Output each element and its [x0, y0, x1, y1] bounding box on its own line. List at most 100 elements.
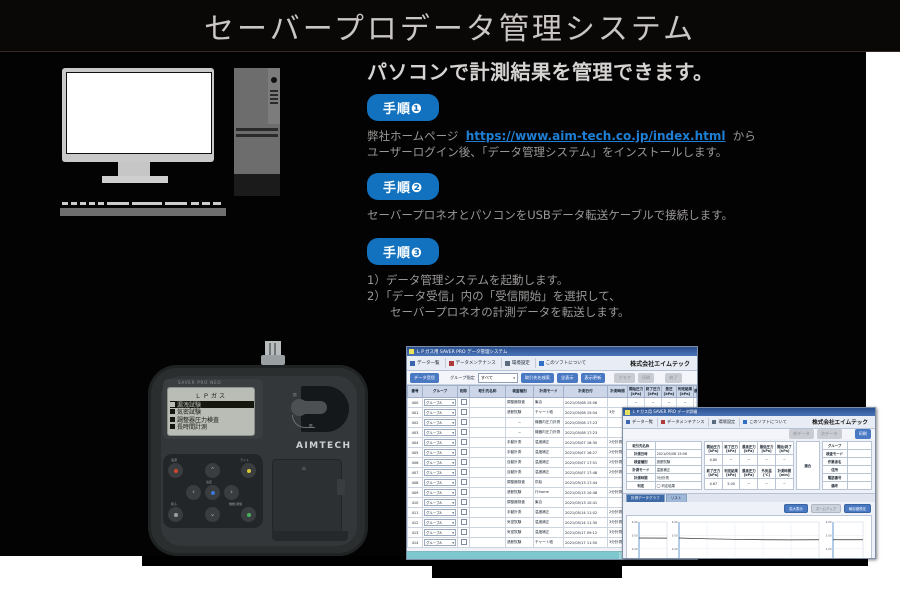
cell-group-select[interactable]: グループA▾: [422, 417, 458, 429]
cell-group-select[interactable]: グループA▾: [422, 457, 458, 469]
cell-client[interactable]: [469, 447, 506, 459]
key-down[interactable]: ⌄: [205, 507, 220, 522]
cell-delete-checkbox[interactable]: [457, 407, 470, 419]
scrollbar-thumb[interactable]: [407, 552, 619, 559]
menu-item-about[interactable]: このソフトについて: [538, 358, 591, 368]
cell-client[interactable]: [469, 457, 506, 469]
cell-client[interactable]: [469, 507, 506, 519]
zoom-display-button[interactable]: 拡大表示: [784, 504, 808, 513]
cell-group-select[interactable]: グループA▾: [422, 467, 458, 479]
cell-client[interactable]: [469, 467, 506, 479]
form-value[interactable]: [846, 441, 873, 450]
cell-client[interactable]: [469, 407, 506, 419]
cell-group-select[interactable]: グループA▾: [422, 447, 458, 459]
print-button[interactable]: 印刷: [637, 372, 655, 383]
compartment-latch[interactable]: [337, 479, 345, 495]
form-value[interactable]: [846, 481, 873, 490]
horizontal-scrollbar[interactable]: [407, 551, 697, 559]
form-value[interactable]: [846, 465, 873, 474]
battery-compartment[interactable]: [272, 459, 342, 533]
show-all-button[interactable]: 全表示: [556, 372, 578, 383]
valve-dial-cap[interactable]: [291, 399, 308, 416]
lcd-menu-item-2[interactable]: 調整器圧力検査: [170, 416, 254, 424]
lcd-menu-item-0[interactable]: 漏洩試験: [170, 400, 254, 409]
cell-delete-checkbox[interactable]: [457, 397, 470, 409]
cell-delete-checkbox[interactable]: [457, 437, 470, 449]
key-up[interactable]: ⌃: [205, 463, 220, 478]
cell-delete-checkbox[interactable]: [457, 537, 470, 549]
homepage-link[interactable]: https://www.aim-tech.co.jp/index.html: [465, 129, 726, 143]
axis-scale-button[interactable]: 軸目盛設定: [844, 504, 871, 513]
cell-client[interactable]: [469, 437, 506, 449]
key-back[interactable]: [168, 507, 183, 522]
zoom-up-button[interactable]: ズームアップ: [810, 504, 842, 513]
cell-delete-checkbox[interactable]: [457, 517, 470, 529]
key-light[interactable]: [241, 463, 256, 478]
next-data-button[interactable]: 次データ: [816, 429, 842, 439]
cell-client[interactable]: [469, 477, 506, 489]
cell-client[interactable]: [469, 427, 506, 439]
lcd-menu-item-1[interactable]: 気密試験: [170, 408, 254, 416]
cell-group-select[interactable]: グループA▾: [422, 487, 458, 499]
cell-delete-checkbox[interactable]: [457, 467, 470, 479]
detail-menu-item-data-list[interactable]: データ一覧: [626, 417, 658, 427]
key-power[interactable]: [168, 463, 183, 478]
data-detail-window[interactable]: ＬＰガス用 SAVER PRO データ詳細 データ一覧 データメンテナンス 環境…: [622, 407, 876, 559]
cell-client[interactable]: [469, 397, 506, 409]
cell-client[interactable]: [469, 487, 506, 499]
prev-data-button[interactable]: 前データ: [789, 429, 814, 439]
search-client-button[interactable]: 取引先名検索: [520, 372, 554, 383]
form-value[interactable]: 遮断試験: [654, 457, 703, 466]
detail-menu-item-settings[interactable]: 環境設定: [712, 417, 741, 427]
form-value[interactable]: 3分計測: [654, 473, 703, 482]
refresh-button[interactable]: 表示更新: [580, 372, 606, 383]
graph-button[interactable]: グラフ: [614, 372, 635, 383]
key-function-comm[interactable]: [241, 507, 256, 522]
cell-delete-checkbox[interactable]: [457, 527, 470, 539]
form-value[interactable]: ◯ 判定結果: [654, 481, 703, 490]
menu-item-data-list[interactable]: データ一覧: [410, 358, 446, 368]
detail-menu-item-maintenance[interactable]: データメンテナンス: [660, 417, 710, 427]
form-value[interactable]: [846, 449, 873, 458]
cell-delete-checkbox[interactable]: [457, 507, 470, 519]
detail-menu-item-about[interactable]: このソフトについて: [743, 418, 791, 427]
lcd-menu-item-3[interactable]: 長時間計測: [170, 423, 254, 431]
form-value[interactable]: [846, 457, 873, 466]
exit-button[interactable]: 終了: [665, 372, 682, 383]
key-right[interactable]: ›: [224, 485, 239, 500]
tab-list[interactable]: リスト: [665, 494, 687, 502]
cell-delete-checkbox[interactable]: [457, 427, 470, 439]
form-value[interactable]: 2021/05/08 15:06: [654, 449, 703, 458]
cell-client[interactable]: [469, 517, 506, 529]
cell-client[interactable]: [469, 417, 506, 429]
cell-client[interactable]: [469, 497, 506, 509]
cell-group-select[interactable]: グループA▾: [422, 477, 458, 489]
cell-group-select[interactable]: グループA▾: [422, 507, 458, 519]
cell-group-select[interactable]: グループA▾: [422, 517, 458, 529]
receive-data-button[interactable]: データ受信: [410, 372, 439, 383]
form-value[interactable]: [846, 473, 873, 482]
cell-group-select[interactable]: グループA▾: [422, 437, 458, 449]
cell-group-select[interactable]: グループA▾: [422, 397, 458, 409]
cell-group-select[interactable]: グループA▾: [422, 427, 458, 439]
tab-graph[interactable]: 計測データグラフ: [626, 494, 665, 502]
cell-delete-checkbox[interactable]: [457, 447, 470, 459]
cell-delete-checkbox[interactable]: [457, 477, 470, 489]
cell-group-select[interactable]: グループA▾: [422, 527, 458, 539]
menu-item-settings[interactable]: 環境設定: [504, 358, 536, 368]
form-value[interactable]: 温度補正: [654, 465, 703, 474]
key-left[interactable]: ‹: [186, 485, 201, 500]
cell-group-select[interactable]: グループA▾: [422, 407, 458, 419]
cell-delete-checkbox[interactable]: [457, 487, 470, 499]
cell-group-select[interactable]: グループA▾: [422, 497, 458, 509]
cell-delete-checkbox[interactable]: [457, 497, 470, 509]
cell-delete-checkbox[interactable]: [457, 417, 470, 429]
detail-print-button[interactable]: 印刷: [854, 429, 871, 439]
form-value[interactable]: [654, 441, 703, 450]
key-enter[interactable]: [205, 485, 220, 500]
cell-delete-checkbox[interactable]: [457, 457, 470, 469]
menu-item-maintenance[interactable]: データメンテナンス: [448, 358, 502, 368]
cell-client[interactable]: [469, 537, 506, 549]
cell-client[interactable]: [469, 527, 506, 539]
